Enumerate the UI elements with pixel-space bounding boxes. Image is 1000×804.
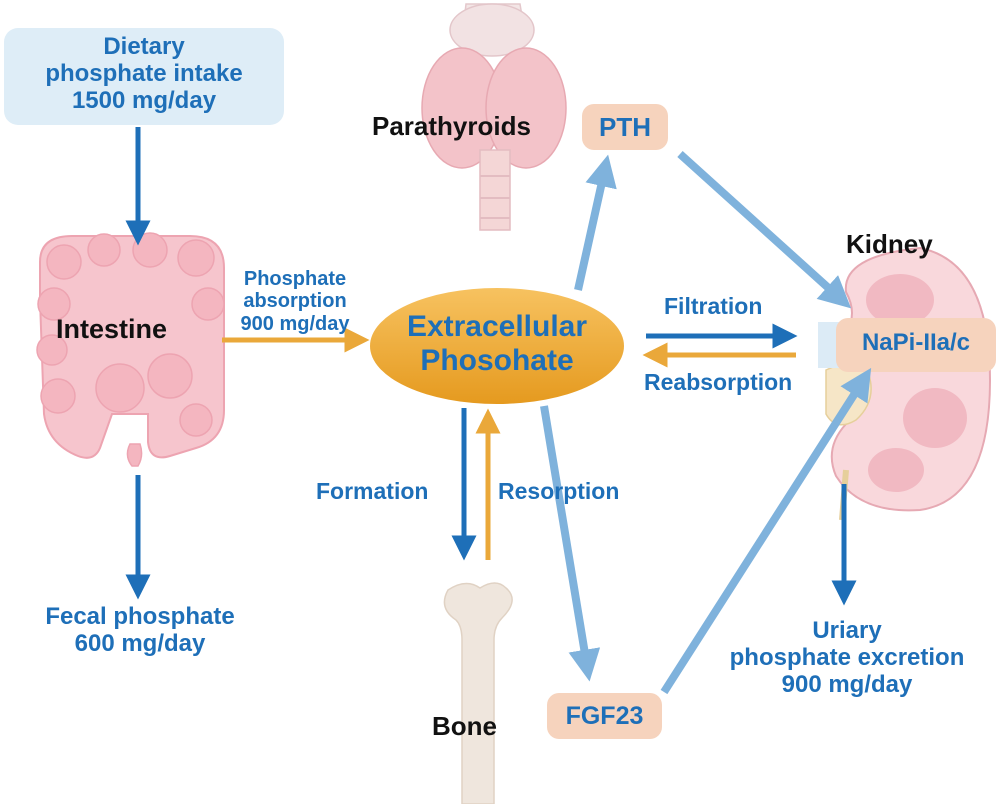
arrow-fgf23-to-kidney	[660, 367, 872, 695]
absorption-line-3: 900 mg/day	[240, 312, 350, 335]
center-line-1: Extracellular	[406, 310, 588, 343]
intestine-label: Intestine	[56, 314, 168, 344]
arrow-pth-to-kidney	[677, 151, 852, 309]
intestine-illustration	[36, 232, 225, 467]
extracellular-phosphate-label: Extracellular Phosohate	[372, 310, 622, 377]
formation-label: Formation	[316, 478, 429, 504]
fgf23-label: FGF23	[565, 702, 644, 730]
reabsorption-label: Reabsorption	[644, 369, 793, 395]
bone-label: Bone	[432, 711, 497, 741]
fecal-line-2: 600 mg/day	[74, 629, 206, 657]
parathyroid-illustration	[421, 3, 567, 231]
center-line-2: Phosohate	[420, 343, 574, 377]
absorption-line-1: Phosphate	[243, 268, 347, 290]
bone-illustration	[443, 582, 513, 804]
pth-pill-bg	[582, 104, 668, 150]
dietary-intake-label: Dietary phosphate intake 1500 mg/day	[4, 33, 284, 115]
urinary-excretion-label: Uriary phosphate excretion 900 mg/day	[712, 617, 982, 699]
urinary-line-1: Uriary	[812, 617, 882, 644]
resorption-label: Resorption	[498, 478, 620, 504]
dietary-line-1: Dietary	[103, 33, 185, 60]
absorption-label: Phosphate absorption 900 mg/day	[220, 268, 370, 335]
kidney-illustration	[818, 246, 992, 521]
pth-label: PTH	[599, 112, 651, 142]
extracellular-phosphate-oval	[370, 288, 624, 404]
urinary-line-2: phosphate excretion	[729, 643, 965, 671]
napi-pill-bg	[836, 318, 996, 372]
arrow-to-fgf23	[540, 405, 601, 682]
kidney-label: Kidney	[846, 229, 933, 259]
fgf23-pill-bg	[547, 693, 662, 739]
absorption-line-2: absorption	[243, 290, 347, 313]
dietary-line-2: phosphate intake	[45, 59, 243, 87]
dietary-line-3: 1500 mg/day	[71, 86, 217, 114]
dietary-intake-box	[4, 28, 284, 125]
fecal-line-1: Fecal phosphate	[45, 603, 235, 630]
arrow-to-pth	[574, 154, 617, 291]
fecal-phosphate-label: Fecal phosphate 600 mg/day	[10, 603, 270, 658]
napi-transporter-label: NaPi-IIa/c	[861, 329, 971, 356]
parathyroids-label: Parathyroids	[372, 111, 531, 141]
filtration-label: Filtration	[664, 293, 763, 319]
urinary-line-3: 900 mg/day	[781, 670, 913, 698]
